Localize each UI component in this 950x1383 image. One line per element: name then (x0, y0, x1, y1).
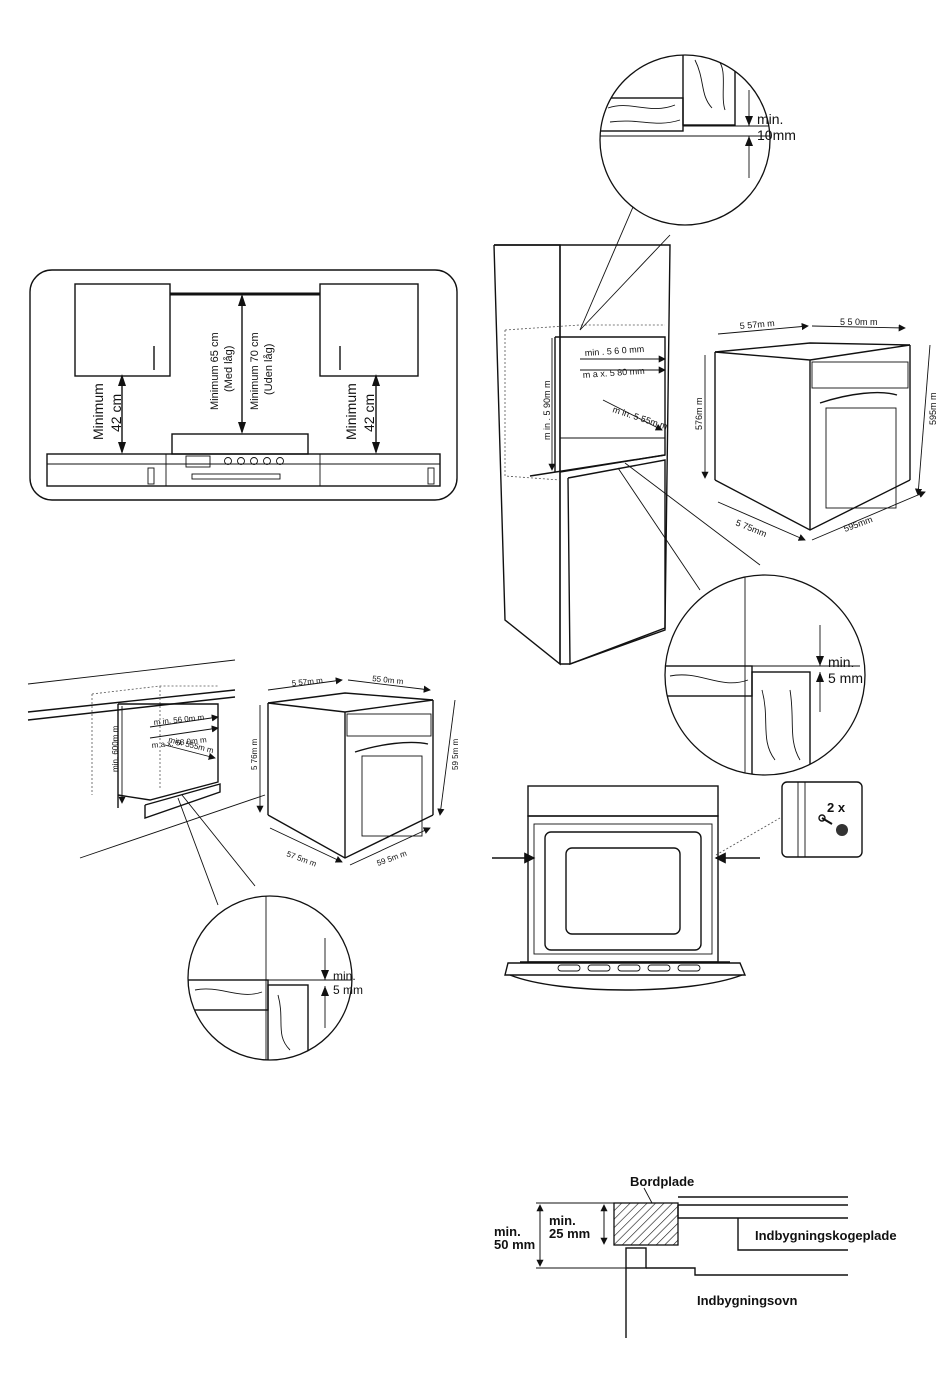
hob (171, 433, 309, 455)
worktop-section (613, 1202, 679, 1246)
hob-label: Indbygningskogeplade (755, 1228, 897, 1243)
right-distance-value: 42 cm (361, 394, 377, 432)
hood-without-lid: (Uden låg) (263, 344, 275, 395)
control-knob (250, 457, 258, 465)
control-display (185, 455, 211, 468)
undercounter-panel: m in. 56 0m m m a x. 58 0m m min. 600m m… (27, 659, 460, 1061)
screw-hole-icon (818, 814, 826, 822)
right-depth-top: 5 5 0m m (840, 317, 878, 327)
fixing-panel: 2 x (492, 781, 863, 991)
screw-count: 2 x (827, 800, 846, 815)
section-panel: Bordplade Indbygningskogeplade Indbygnin… (494, 1174, 897, 1338)
right-height-left: 576m m (694, 397, 704, 430)
control-knob (237, 457, 245, 465)
tall-niche-width-max: m a x. 5 80 mm (582, 366, 645, 380)
tall-top-min-label: min. (757, 111, 783, 127)
min25-value: 25 mm (549, 1226, 590, 1241)
oven-label: Indbygningsovn (697, 1293, 797, 1308)
tall-top-min-value: 10mm (757, 127, 796, 143)
right-height-right: 595m m (928, 392, 938, 425)
screw-icon (836, 824, 848, 836)
under-width-min: m in. 56 0m m (153, 713, 205, 727)
right-width-top: 5 57m m (739, 318, 775, 331)
control-knob (276, 457, 284, 465)
tall-niche-height: m in . 5 90m m (542, 380, 552, 440)
right-width-bottom: 595mm (842, 514, 874, 534)
hood-min-nolid: Minimum 70 cm (249, 332, 261, 410)
left-distance-value: 42 cm (108, 394, 124, 432)
control-knob (224, 457, 232, 465)
under-zoom-min-value: 5 mm (333, 983, 363, 997)
under-height: min. 600m m (111, 725, 120, 772)
left-width-bottom: 59 5m m (376, 849, 409, 868)
left-height-left: 5 76m m (250, 739, 259, 770)
tall-bottom-min-value: 5 mm (828, 670, 863, 686)
base-units (46, 453, 441, 487)
clearance-panel: Minimum 42 cm Minimum 42 cm Minimum 65 c… (29, 269, 458, 501)
right-depth-bottom: 5 75mm (734, 518, 768, 539)
oven-dims-right-panel: 5 57m m 5 5 0m m 576m m 595m m 5 75mm 59… (694, 317, 938, 541)
min50-label: min. (494, 1224, 521, 1239)
left-height-right: 59 5m m (451, 739, 460, 770)
under-zoom-min-label: min. (333, 969, 356, 983)
hood-min-lid: Minimum 65 cm (209, 332, 221, 410)
tall-bottom-min-label: min. (828, 654, 854, 670)
left-min-label: Minimum (90, 383, 106, 440)
right-min-label: Minimum (343, 383, 359, 440)
wall-cabinet-right (319, 283, 419, 377)
wall-cabinet-left (74, 283, 171, 377)
min25-label: min. (549, 1213, 576, 1228)
control-knob (263, 457, 271, 465)
min50-value: 50 mm (494, 1237, 535, 1252)
tall-niche-depth: m in. 5 55m m (611, 404, 668, 431)
left-width-top: 5 57m m (291, 676, 323, 688)
left-depth-top: 55 0m m (372, 674, 404, 686)
worktop-label: Bordplade (630, 1174, 694, 1189)
left-depth-bottom: 57 5m m (285, 849, 318, 868)
hood-with-lid: (Med låg) (223, 346, 235, 392)
tall-niche-width-min: min . 5 6 0 mm (584, 344, 644, 358)
tall-cabinet-panel: min . 5 6 0 mm m a x. 5 80 mm m in . 5 9… (493, 54, 866, 776)
